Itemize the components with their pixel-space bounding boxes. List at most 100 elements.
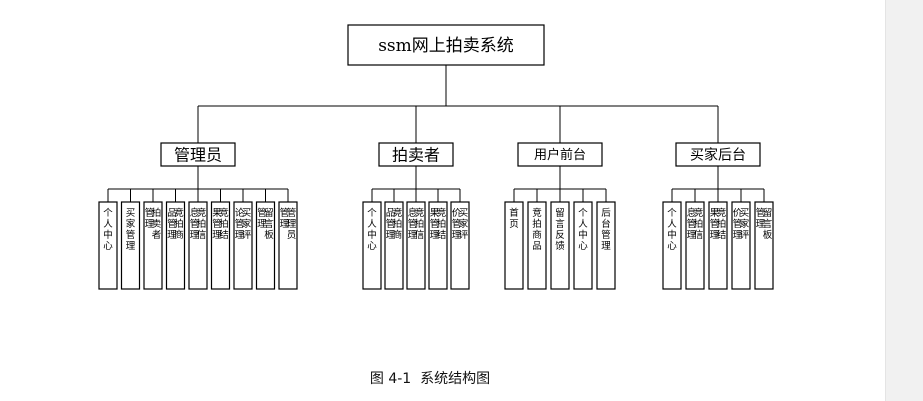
leaf-node <box>120 201 141 290</box>
leaf-node-label: 家 <box>459 218 469 230</box>
leaf-node-label: 心 <box>667 241 677 252</box>
leaf-node-label: 言 <box>264 218 274 230</box>
leaf-node <box>406 201 426 290</box>
leaf-node-label: 管 <box>756 207 766 219</box>
leaf-node-label: 心 <box>103 241 113 252</box>
leaf-node-label: 理 <box>408 230 418 241</box>
leaf-node-label: 管 <box>408 218 418 230</box>
leaf-node <box>278 201 298 290</box>
leaf-node-label: 家 <box>126 218 136 230</box>
leaf-node <box>596 201 616 290</box>
leaf-node-label: 管 <box>167 218 177 230</box>
root-node-label: ssm网上拍卖系统 <box>378 36 514 56</box>
leaf-node-label: 中 <box>103 229 113 241</box>
leaf-node-label: 拍 <box>437 218 447 230</box>
leaf-node <box>708 201 728 290</box>
leaf-node-label: 结 <box>437 229 447 241</box>
leaf-node-label: 馈 <box>555 240 565 252</box>
leaf-node-label: 竞 <box>197 207 207 219</box>
leaf-node-label: 品 <box>167 208 177 219</box>
leaf-node-label: 管 <box>386 218 396 230</box>
leaf-node-label: 板 <box>264 229 274 241</box>
leaf-node-label: 理 <box>235 230 245 241</box>
leaf-node <box>384 201 404 290</box>
leaf-node-label: 竞 <box>717 207 727 219</box>
leaf-node-label: 页 <box>509 219 519 230</box>
leaf-node-label: 者 <box>152 230 162 241</box>
leaf-node-label: 台 <box>601 218 611 230</box>
leaf-node <box>362 201 382 290</box>
leaf-node-label: 反 <box>555 230 565 241</box>
leaf-node-label: 拍 <box>415 218 425 230</box>
leaf-node-label: 拍 <box>694 218 704 230</box>
leaf-node-label: 管 <box>235 218 245 230</box>
leaf-node-label: 人 <box>367 219 377 230</box>
leaf-node-label: 理 <box>601 241 611 252</box>
leaf-node-label: 价 <box>452 208 462 219</box>
leaf-node <box>165 201 186 290</box>
leaf-node-label: 商 <box>393 229 403 241</box>
leaf-node-label: 理 <box>733 230 743 241</box>
leaf-node-label: 结 <box>219 229 229 241</box>
leaf-node <box>210 201 231 290</box>
leaf-node-label: 竞 <box>437 207 447 219</box>
leaf-node-label: 家 <box>242 218 252 230</box>
leaf-node-label: 理 <box>257 219 267 230</box>
leaf-node-label: 买 <box>126 208 136 219</box>
leaf-node-label: 心 <box>367 241 377 252</box>
figure-caption: 图 4-1 系统结构图 <box>369 371 491 387</box>
leaf-node-label: 理 <box>287 219 297 230</box>
leaf-node-label: 竞 <box>174 207 184 219</box>
leaf-node <box>98 201 118 290</box>
vertical-scrollbar[interactable] <box>885 0 923 401</box>
leaf-node-label: 个 <box>578 208 588 219</box>
leaf-node-label: 买 <box>740 208 750 219</box>
leaf-node-label: 个 <box>103 208 113 219</box>
leaf-node-label: 管 <box>212 218 222 230</box>
leaf-node <box>233 201 253 290</box>
leaf-node <box>450 201 470 290</box>
leaf-node-label: 人 <box>578 219 588 230</box>
leaf-node-label: 卖 <box>152 219 162 230</box>
leaf-node-label: 板 <box>763 229 773 241</box>
leaf-node-label: 拍 <box>393 218 403 230</box>
group-node-label: 用户前台 <box>534 147 586 163</box>
leaf-node-label: 拍 <box>717 218 727 230</box>
leaf-node-label: 息 <box>687 207 697 219</box>
leaf-node-label: 中 <box>578 229 588 241</box>
leaf-node-label: 拍 <box>152 207 162 219</box>
leaf-node-label: 管 <box>430 218 440 230</box>
leaf-node-label: 理 <box>386 230 396 241</box>
leaf-node <box>662 201 682 290</box>
leaf-node-label: 竞 <box>532 207 542 219</box>
leaf-node-label: 买 <box>459 208 469 219</box>
leaf-node-label: 品 <box>532 241 542 252</box>
leaf-node-label: 理 <box>452 230 462 241</box>
leaf-node-label: 人 <box>667 219 677 230</box>
leaf-node-label: 拍 <box>532 218 542 230</box>
leaf-node-label: 管 <box>452 218 462 230</box>
leaf-node-label: 论 <box>235 207 245 219</box>
leaf-node-label: 竞 <box>415 207 425 219</box>
leaf-node <box>754 201 774 290</box>
leaf-node-label: 果 <box>212 208 222 219</box>
group-node-label: 管理员 <box>174 145 222 164</box>
leaf-node-label: 果 <box>710 208 720 219</box>
document-page: ssm网上拍卖系统管理员个人中心买家管理拍卖者管理竞拍商品管理竞拍信息管理竞拍结… <box>98 24 774 387</box>
leaf-node-label: 理 <box>280 219 290 230</box>
leaf-node <box>685 201 705 290</box>
leaf-node-label: 息 <box>408 207 418 219</box>
leaf-node-label: 管 <box>287 207 297 219</box>
leaf-node-label: 员 <box>287 230 297 241</box>
leaf-node <box>550 201 570 290</box>
leaf-node-label: 留 <box>763 207 773 219</box>
leaf-node-label: 信 <box>694 229 704 241</box>
leaf-node-label: 理 <box>756 219 766 230</box>
leaf-node-label: 结 <box>717 229 727 241</box>
leaf-node-label: 买 <box>242 208 252 219</box>
leaf-node-label: 首 <box>509 207 519 219</box>
leaf-node-label: 管 <box>145 207 155 219</box>
leaf-node-label: 评 <box>740 230 750 241</box>
leaf-node-label: 管 <box>126 229 136 241</box>
leaf-node-label: 管 <box>190 218 200 230</box>
